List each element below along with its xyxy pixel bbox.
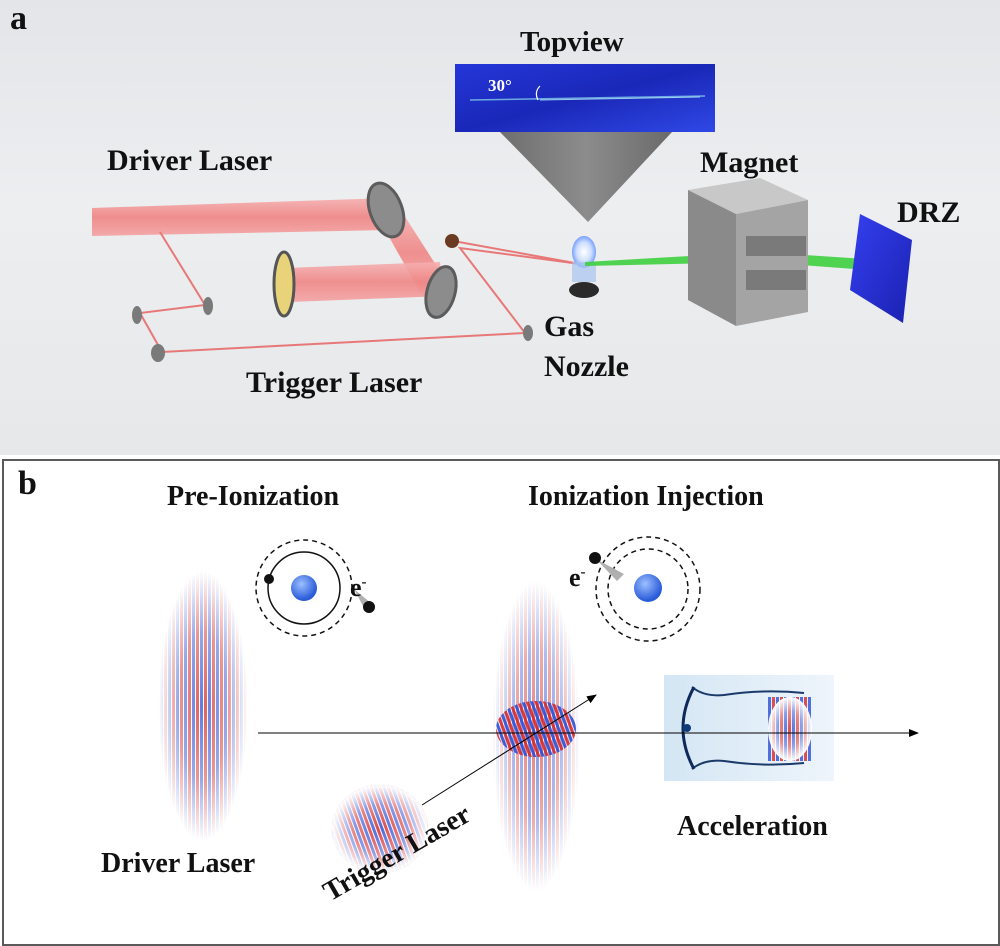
gas-nozzle-label-line1: Gas (544, 310, 595, 343)
ionization-injection-atom (589, 536, 701, 642)
electron-label-2: e- (569, 563, 586, 592)
drz-label: DRZ (897, 196, 961, 229)
panel-a-setup: a Topview 30° Driver Laser Trigger Laser… (0, 0, 1000, 455)
plasma-bubble-image (664, 675, 834, 781)
injection-wavepacket (492, 581, 580, 891)
panel-a-letter: a (10, 0, 27, 37)
driver-laser-beam (92, 198, 452, 302)
topview-angle-label: 30° (488, 76, 512, 95)
magnet-label: Magnet (700, 146, 799, 179)
trigger-direction-arrow (421, 694, 597, 806)
small-mirror-1 (203, 297, 213, 315)
focusing-optic (272, 250, 296, 318)
gas-nozzle-label-line2: Nozzle (544, 350, 629, 383)
pre-ionization-title: Pre-Ionization (167, 481, 340, 512)
small-mirror-3 (151, 344, 165, 362)
acceleration-label: Acceleration (677, 811, 828, 842)
small-mirror-4 (523, 325, 533, 341)
trigger-laser-label: Trigger Laser (246, 366, 423, 399)
mirror-2 (424, 265, 458, 319)
gas-nozzle (569, 236, 599, 298)
panel-b-letter: b (18, 465, 37, 502)
magnet (688, 178, 808, 326)
mirror-1 (366, 181, 406, 239)
setup-illustration (92, 64, 912, 362)
pre-ionization-atom (255, 539, 375, 637)
topview-image (455, 64, 715, 132)
electron-label-1: e- (350, 573, 367, 602)
ionization-injection-title: Ionization Injection (528, 481, 764, 512)
driver-laser-label-b: Driver Laser (101, 848, 256, 879)
panel-b-mechanism: b Pre-Ionization Ionization Injection e-… (2, 459, 1000, 946)
small-mirror-2 (132, 306, 142, 324)
driver-laser-label: Driver Laser (107, 144, 273, 177)
mechanism-illustration (158, 536, 919, 891)
topview-label: Topview (520, 26, 624, 58)
small-mirror-5 (445, 234, 459, 248)
drz-detector (850, 214, 912, 323)
projection-cone (500, 132, 672, 222)
driver-laser-wavepacket (158, 571, 248, 841)
trigger-laser-wavepacket (332, 785, 428, 873)
